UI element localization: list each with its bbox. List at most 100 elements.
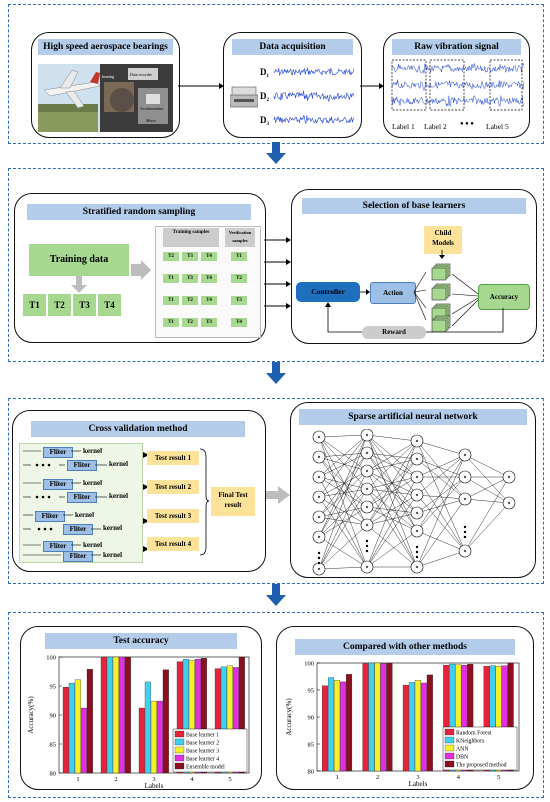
x-axis-label: Labels [145, 782, 164, 789]
stratified-panel: Stratified random sampling Training data… [14, 193, 266, 343]
down-arrow-2 [266, 362, 286, 384]
cv-row-arrows [23, 450, 107, 556]
nn-neuron-core [365, 433, 369, 437]
bar [489, 665, 496, 772]
test-result-4: Test result 4 [147, 537, 199, 551]
section-ensemble [8, 168, 544, 362]
bar [455, 664, 462, 772]
section1-connectors [178, 83, 384, 89]
bar [328, 677, 335, 772]
bar [182, 659, 189, 774]
train-cell: T1 [163, 274, 179, 283]
train-cell: T2 [182, 296, 198, 305]
x-tick-label: 5 [497, 774, 500, 781]
nn-connection [366, 530, 418, 568]
nn-ellipsis-dot [415, 545, 419, 549]
bar [449, 663, 456, 772]
action-box: Action [370, 282, 416, 304]
nn-connection [318, 476, 368, 490]
test-result-2: Test result 2 [147, 480, 199, 494]
bar [501, 665, 508, 772]
bar [176, 661, 183, 774]
bearings-title: High speed aerospace bearings [38, 39, 173, 55]
bar [80, 707, 87, 774]
nn-connection [464, 502, 510, 552]
legend [442, 726, 518, 771]
nn-connection [464, 476, 510, 504]
nn-connection [416, 498, 466, 568]
nn-connection [318, 470, 368, 498]
legend-swatch [444, 752, 455, 760]
verif-cell: T1 [231, 252, 247, 261]
legend-label: ANN [456, 747, 469, 753]
verif-cell: T2 [231, 274, 247, 283]
bar [150, 700, 157, 774]
y-axis-label: Accuracy(%) [285, 698, 293, 736]
nn-ellipsis-dot [365, 539, 369, 543]
nn-connection [318, 452, 368, 538]
comparison-title: Compared with other methods [295, 639, 515, 655]
section-validation [8, 398, 544, 584]
nn-connection [318, 434, 368, 478]
y-tick-label: 95 [308, 688, 315, 695]
cv-rows: Fliter kernel Fliter kernel Fliter kerne… [19, 443, 141, 562]
training-samples-header: Training samples [163, 228, 219, 247]
bar [138, 707, 145, 774]
bar [368, 662, 375, 772]
nn-connection [318, 536, 368, 568]
nn-connection [366, 434, 418, 442]
nn-connection [318, 452, 368, 458]
raw-signal-panel: Raw vibration signal Label 1 Label 2 ● ●… [383, 32, 530, 138]
t2-box: T2 [48, 294, 71, 316]
kernel-label: kernel [109, 492, 129, 500]
nn-ellipsis-dot [463, 530, 467, 534]
x-tick-label: 1 [336, 774, 339, 781]
nn-connection [366, 440, 418, 490]
controller-box: Controller [296, 282, 360, 302]
bar [495, 666, 502, 772]
bar [62, 687, 69, 774]
split-arrow [131, 260, 151, 280]
nn-neuron-core [415, 529, 419, 533]
kernel-label: kernel [103, 551, 123, 559]
fliter-box: Fliter [43, 447, 73, 458]
fliter-box: Fliter [67, 492, 97, 503]
nn-neuron-core [317, 567, 321, 571]
legend-label: Random Forest [456, 731, 492, 737]
nn-neuron-core [415, 475, 419, 479]
y-tick-label: 85 [308, 742, 315, 749]
x-tick-label: 4 [457, 774, 461, 781]
nn-ellipsis-dot [463, 525, 467, 529]
nn-ellipsis-dot [365, 544, 369, 548]
cv-panel: Cross validation method Fliter kernel Fl… [12, 410, 266, 572]
nn-connection [318, 436, 368, 526]
section-results [8, 612, 544, 798]
bar [100, 656, 107, 774]
train-cell: T2 [182, 318, 198, 327]
channel-d1-label: D1 [260, 67, 270, 79]
nn-connection [464, 476, 510, 500]
verification-rows: T1 T2 T3 T4 [229, 252, 253, 336]
nn-neuron-core [365, 505, 369, 509]
data-recorder-icon [230, 86, 258, 108]
acquisition-signals: D1 D2 D3 [260, 67, 355, 127]
verif-cell: T3 [231, 296, 247, 305]
nn-connection [318, 496, 368, 568]
bar [402, 684, 409, 772]
bar [194, 659, 201, 774]
acquisition-title: Data acquisition [232, 39, 353, 55]
nn-neuron-core [415, 439, 419, 443]
legend-swatch [174, 746, 185, 754]
final-test-result: Final Test result [211, 487, 255, 516]
bar [483, 666, 490, 772]
nn-neuron-core [415, 511, 419, 515]
y-tick-label: 100 [304, 661, 314, 668]
nn-connection [318, 470, 368, 570]
nn-ellipsis-dot [415, 550, 419, 554]
nn-connection [416, 440, 466, 552]
nn-connection [416, 494, 466, 552]
y-tick-label: 85 [50, 742, 57, 749]
legend-swatch [174, 762, 185, 770]
bar [461, 665, 468, 772]
